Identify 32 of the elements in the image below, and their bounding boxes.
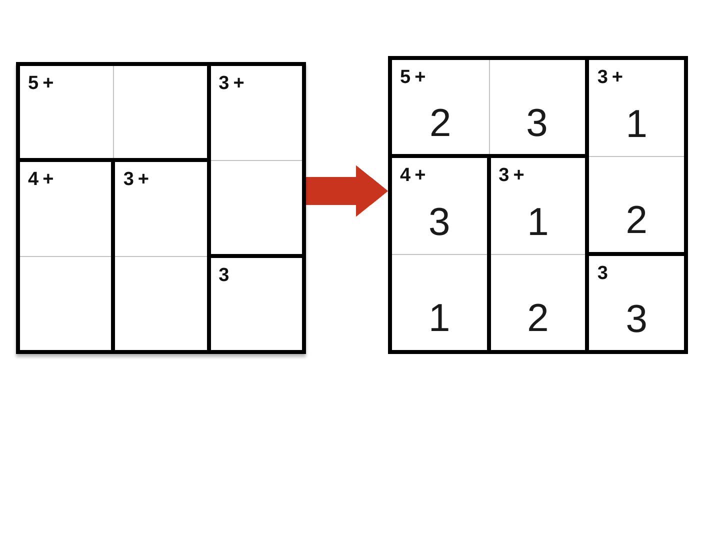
cage-clue: 5+ — [400, 67, 430, 89]
cell-digit: 2 — [429, 102, 452, 145]
cage-region — [208, 256, 304, 352]
cell-digit: 3 — [428, 202, 450, 244]
cell-digit: 1 — [428, 298, 450, 340]
puzzle-grid — [388, 56, 688, 354]
cage-clue: 4+ — [28, 169, 58, 191]
cage-region — [18, 160, 114, 352]
cell-digit: 3 — [626, 298, 648, 341]
cage-clue: 3 — [597, 263, 612, 285]
cell-digit: 3 — [526, 102, 548, 145]
cage-region — [488, 156, 588, 352]
cage-region — [18, 64, 209, 160]
puzzle-grid — [16, 62, 306, 354]
cage-region — [587, 254, 686, 352]
cage-clue: 3+ — [218, 73, 248, 95]
cage-region — [390, 156, 489, 352]
cage-clue: 3+ — [498, 165, 528, 187]
cell-digit: 1 — [527, 202, 549, 244]
cage-region — [390, 58, 588, 156]
arrow — [306, 164, 388, 218]
cage-clue: 3+ — [597, 67, 627, 89]
cage-clue: 3+ — [123, 169, 153, 191]
cell-digit: 2 — [626, 200, 648, 242]
cage-clue: 4+ — [400, 165, 430, 187]
cage-region — [587, 58, 686, 254]
cell-digit: 2 — [527, 298, 549, 340]
cage-region — [208, 64, 304, 256]
cell-digit: 1 — [626, 104, 648, 146]
cage-clue: 3 — [218, 265, 234, 287]
cage-clue: 5+ — [28, 73, 58, 95]
cage-region — [113, 160, 209, 352]
